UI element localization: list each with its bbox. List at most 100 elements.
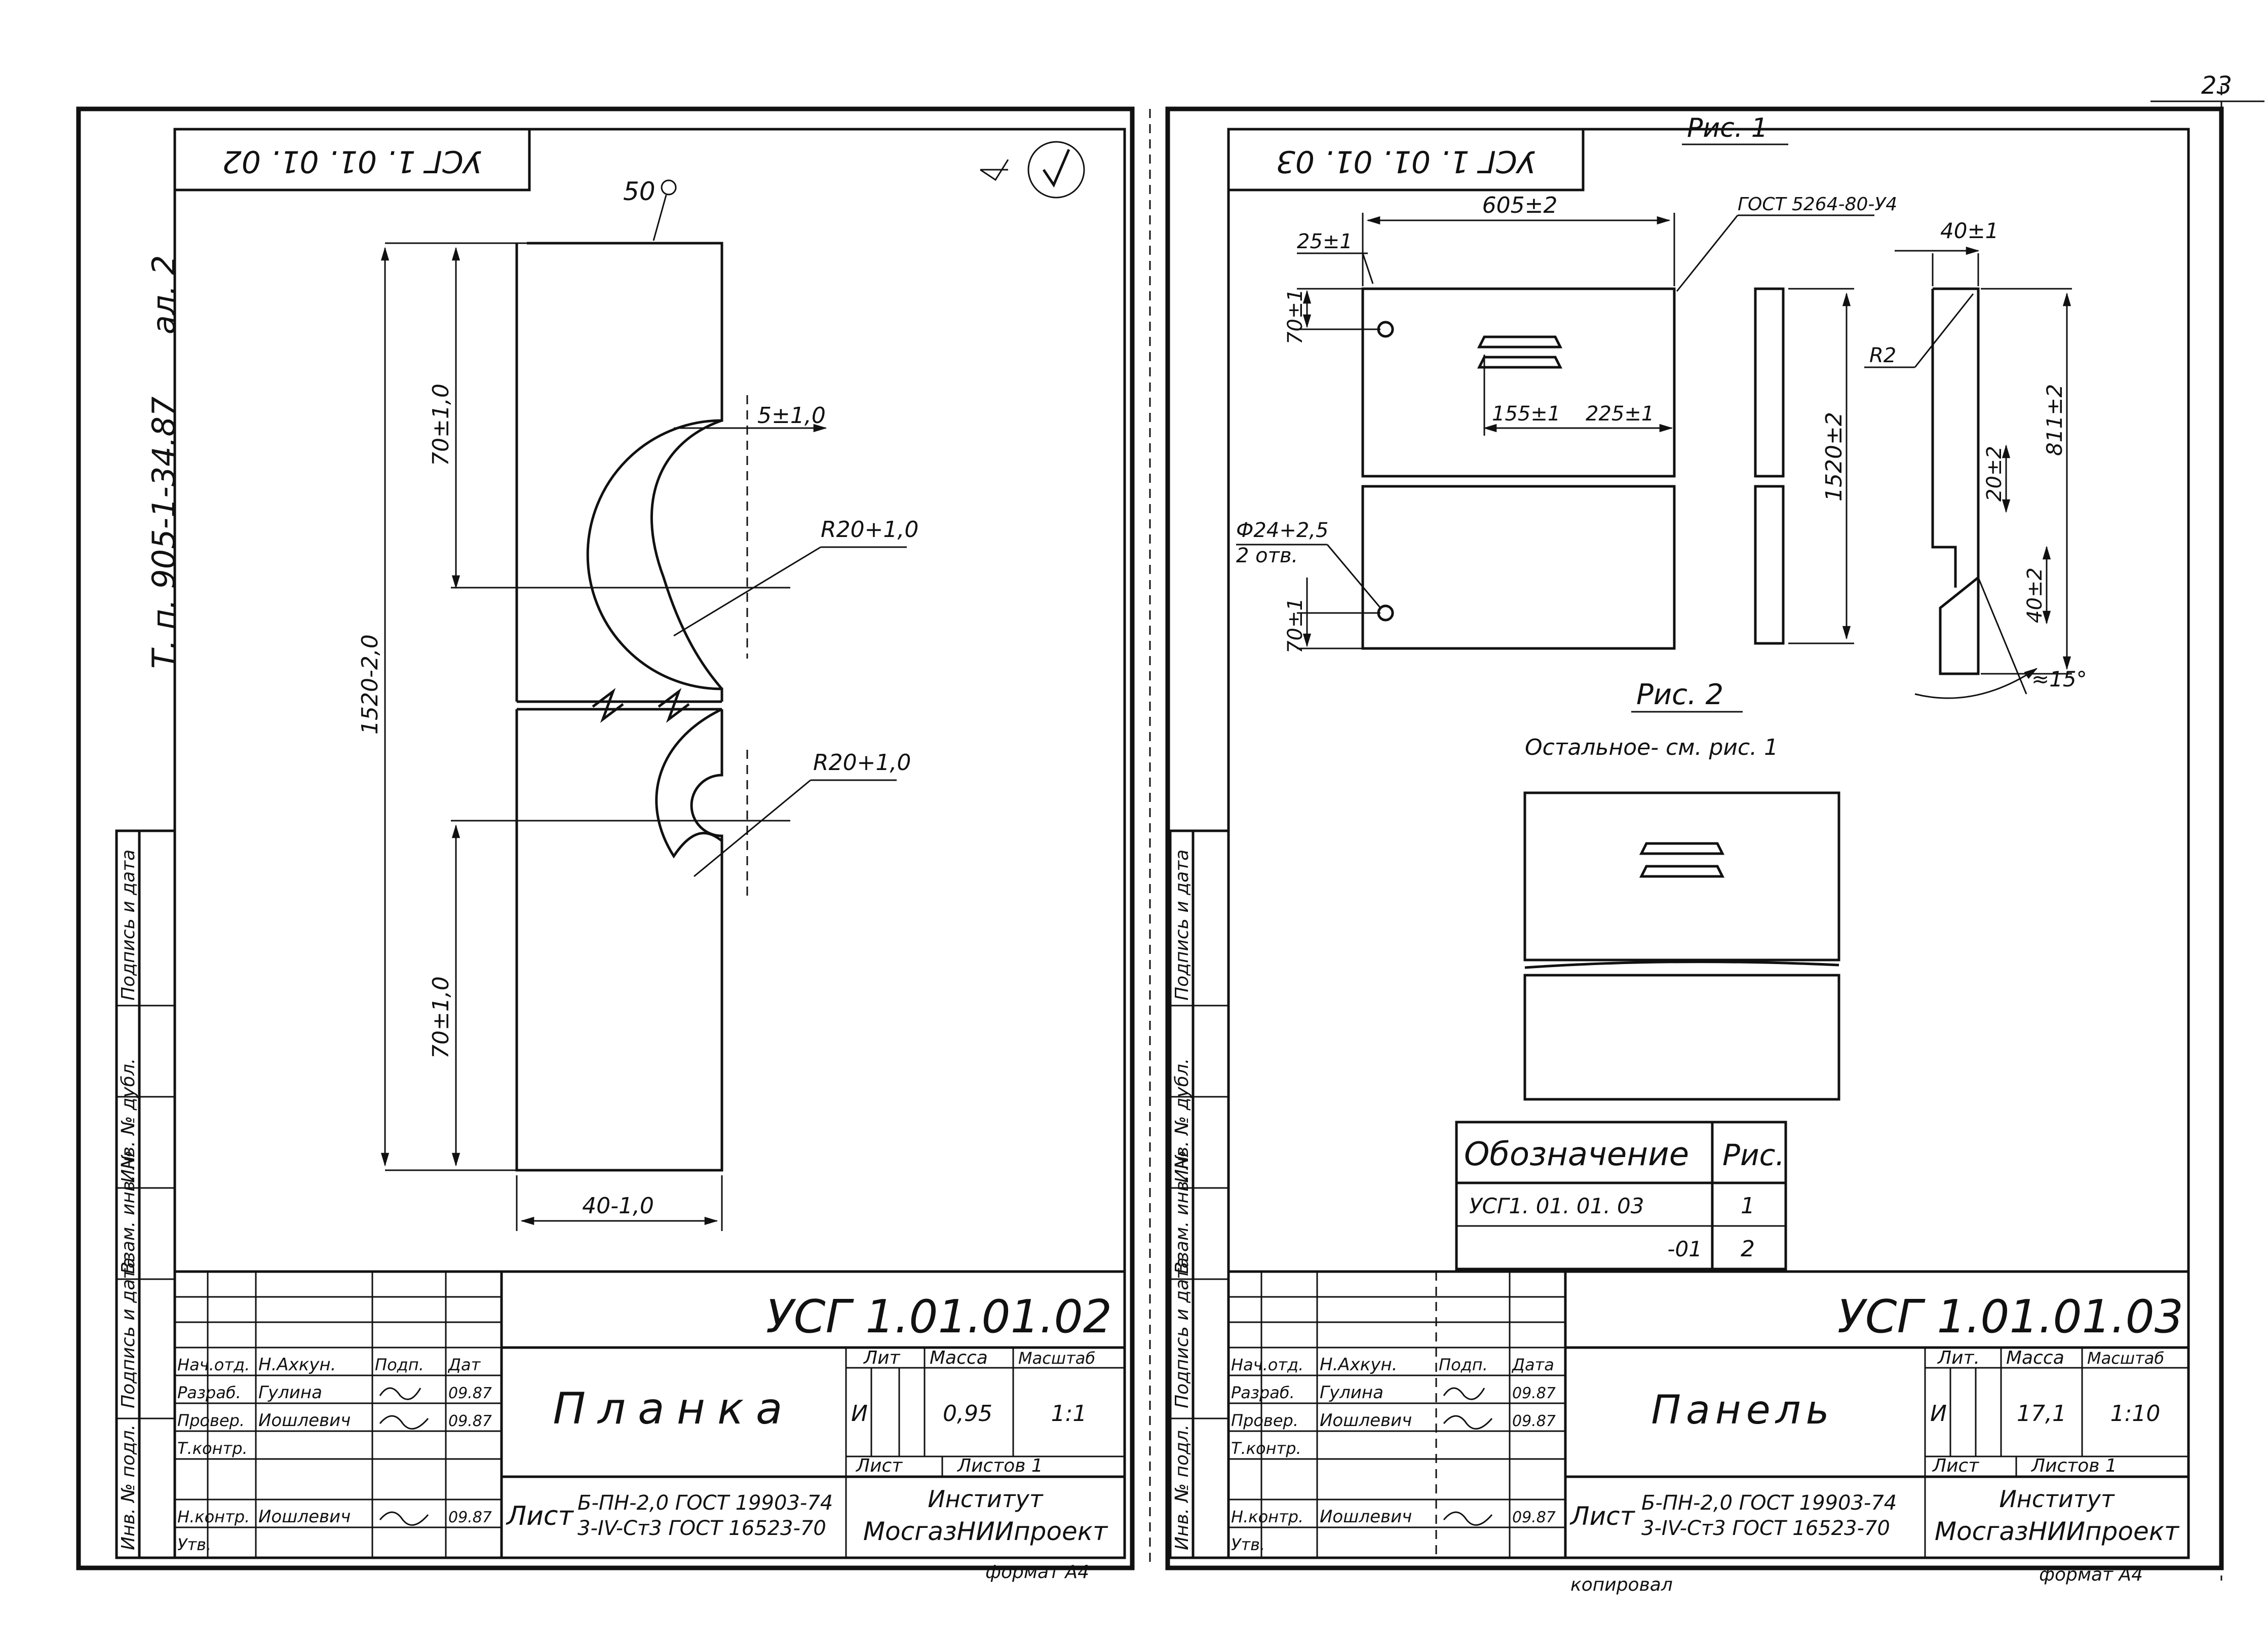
left-date-1: 09.87 <box>448 1385 492 1402</box>
fig2-wavy-line <box>1524 961 1839 969</box>
fig2-note: Остальное- см. рис. 1 <box>1525 735 1778 760</box>
left-name-0: Н.Ахкун. <box>258 1355 336 1375</box>
left-head-date: Дат <box>447 1355 481 1374</box>
right-material-1: Б-ПН-2,0 ГОСТ 19903-74 <box>1641 1491 1897 1515</box>
left-date-2: 09.87 <box>448 1412 492 1430</box>
dim-profile: ГОСТ 5264-80-У4 <box>1738 194 1897 215</box>
plank-outline <box>515 242 723 1172</box>
r-side-stamp-4: Подпись и дата <box>1172 850 1193 1001</box>
fig2-panel-top <box>1523 791 1840 962</box>
left-sheet: УСГ 1. 01. 01. 02 Т. п. 905-1-34.87 ал. … <box>115 128 1126 1583</box>
left-designation: УСГ 1.01.01.02 <box>766 1290 1112 1343</box>
r-signature-1 <box>1443 1387 1485 1400</box>
left-name-5: Иошлевич <box>258 1507 351 1527</box>
notch-bottom <box>655 708 723 859</box>
left-title-block: УСГ 1.01.01.02 Планка Лит Масса Масштаб … <box>173 1270 1126 1559</box>
rail-top <box>1754 287 1785 478</box>
left-role-0: Нач.отд. <box>177 1355 250 1374</box>
left-role-6: Утв. <box>177 1535 211 1554</box>
left-scale-value: 1:1 <box>1051 1401 1087 1427</box>
right-role-1: Разраб. <box>1231 1383 1295 1402</box>
dim-hole-top: 70±1 <box>1284 289 1307 344</box>
dim-total-length: 1520-2,0 <box>357 634 383 735</box>
dim-upper-len: 70±1,0 <box>428 383 454 466</box>
right-org-1: Институт <box>1999 1485 2115 1513</box>
left-sheet-border <box>76 106 1135 1570</box>
fig2-slot-marks <box>1639 842 1725 878</box>
dim-angle: ≈15° <box>2031 667 2087 691</box>
hole-bottom <box>1377 604 1394 622</box>
r-signature-2 <box>1443 1415 1493 1430</box>
right-part-name: Панель <box>1651 1388 1834 1433</box>
dim-hole-dia: Ф24+2,5 <box>1236 519 1328 542</box>
spec-head-designation: Обозначение <box>1464 1136 1689 1173</box>
dim-notch-depth: 5±1,0 <box>757 403 826 429</box>
page-number: 23 <box>2201 71 2232 100</box>
dim-panel-width: 605±2 <box>1482 193 1558 218</box>
signature-2 <box>379 1415 429 1430</box>
right-name-5: Иошлевич <box>1320 1507 1412 1527</box>
project-ref: Т. п. 905-1-34.87 <box>145 397 182 669</box>
right-format: формат А4 <box>2039 1564 2143 1585</box>
right-scale-value: 1:10 <box>2110 1401 2161 1427</box>
spec-row-0-designation: УСГ1. 01. 01. 03 <box>1469 1194 1644 1218</box>
spec-row-1-designation: -01 <box>1667 1237 1702 1261</box>
signature-3 <box>379 1511 429 1526</box>
right-mass-value: 17,1 <box>2017 1401 2066 1427</box>
side-stamp-4: Подпись и дата <box>118 850 139 1001</box>
side-stamp-2: Взам. инв. № <box>118 1150 139 1274</box>
right-lit-value: И <box>1930 1401 1947 1427</box>
left-side-stamp: Инв. № подл. Подпись и дата Взам. инв. №… <box>115 829 176 1559</box>
right-title-block: УСГ 1.01.01.03 Панель Лит. Масса Масштаб… <box>1227 1270 2190 1559</box>
right-sheets-label: Листов 1 <box>2030 1455 2117 1476</box>
side-profile <box>1931 287 1980 675</box>
dim-edge-offset: 25±1 <box>1297 230 1353 253</box>
left-role-2: Провер. <box>177 1411 245 1430</box>
right-head-date: Дата <box>1511 1355 1554 1374</box>
left-format: формат А4 <box>985 1562 1089 1583</box>
left-stamp-code: УСГ 1. 01. 01. 02 <box>222 143 482 179</box>
right-material-prefix: Лист <box>1569 1502 1636 1531</box>
left-name-1: Гулина <box>258 1382 322 1403</box>
spec-head-fig: Рис. <box>1722 1138 1785 1172</box>
right-designation: УСГ 1.01.01.03 <box>1837 1290 2183 1343</box>
right-head-sign: Подп. <box>1439 1355 1488 1374</box>
left-head-sign: Подп. <box>375 1355 424 1374</box>
right-date-2: 09.87 <box>1512 1412 1556 1430</box>
left-lit-label: Лит <box>863 1348 900 1368</box>
break-zigzag-1 <box>592 687 624 723</box>
left-org-1: Институт <box>928 1485 1043 1513</box>
left-role-5: Н.контр. <box>177 1507 250 1526</box>
right-date-5: 09.87 <box>1512 1509 1556 1526</box>
side-stamp-1: Подпись и дата <box>118 1257 139 1408</box>
panel-top-part <box>1361 287 1676 478</box>
right-mass-label: Масса <box>2006 1348 2064 1368</box>
dim-hole-bottom: 70±1 <box>1284 598 1307 654</box>
left-lit-value: И <box>851 1401 868 1427</box>
dim-lower-len: 70±1,0 <box>428 976 454 1059</box>
rail-bottom <box>1754 485 1785 645</box>
spec-table: Обозначение Рис. УСГ1. 01. 01. 03 1 -01 … <box>1455 1121 1787 1271</box>
right-role-2: Провер. <box>1231 1411 1298 1430</box>
dim-width: 40-1,0 <box>582 1193 654 1219</box>
spec-row-1-fig: 2 <box>1741 1236 1755 1262</box>
dim-slot-b: 225±1 <box>1586 402 1654 426</box>
left-mass-label: Масса <box>930 1348 988 1368</box>
right-name-2: Иошлевич <box>1320 1410 1412 1431</box>
left-date-5: 09.87 <box>448 1509 492 1526</box>
dim-side-width: 40±1 <box>1940 218 1999 243</box>
dim-side-b: 40±2 <box>2023 567 2047 623</box>
r-side-stamp-0: Инв. № подл. <box>1172 1425 1193 1550</box>
copied-label: копировал <box>1570 1574 1673 1595</box>
right-sheet-label: Лист <box>1932 1455 1979 1476</box>
dim-radius-bottom: R20+1,0 <box>813 750 911 776</box>
right-name-0: Н.Ахкун. <box>1320 1355 1397 1375</box>
hole-top <box>1377 321 1394 338</box>
album-ref: ал. 2 <box>145 255 182 334</box>
fig1-label: Рис. 1 <box>1687 113 1768 143</box>
side-stamp-0: Инв. № подл. <box>118 1425 139 1550</box>
left-scale-label: Масштаб <box>1018 1349 1095 1368</box>
dim-slot-a: 155±1 <box>1492 402 1560 426</box>
panel-bottom-part <box>1361 485 1676 650</box>
